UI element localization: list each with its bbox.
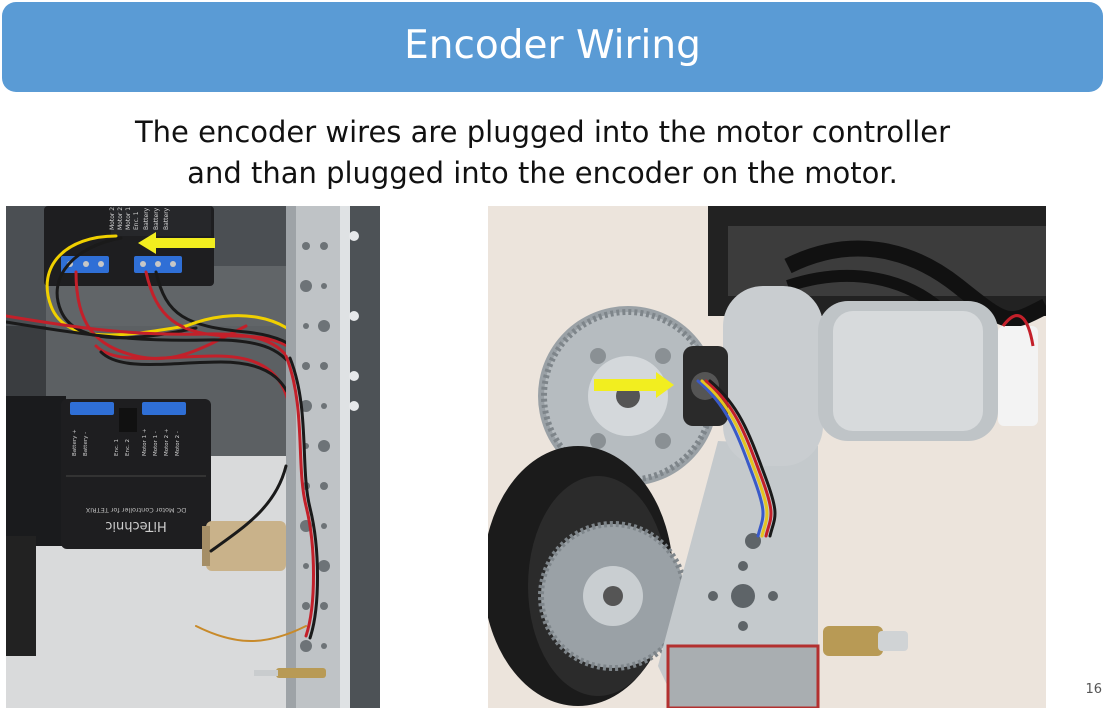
bottom-label-3: Enc. 1 xyxy=(114,439,120,456)
controller-brand-label: HiTechnic xyxy=(105,518,167,533)
controller-photo-illustration: Motor 2 Motor 2 Motor 1 Enc. 1 Battery B… xyxy=(6,206,380,708)
bottom-label-2: Battery - xyxy=(83,432,89,456)
bottom-label-7: Motor 2 + xyxy=(164,428,170,456)
bottom-label-5: Motor 1 + xyxy=(142,428,148,456)
top-label-7: Battery xyxy=(163,207,170,230)
bottom-label-6: Motor 1 - xyxy=(153,431,159,456)
body-line-2: and than plugged into the encoder on the… xyxy=(187,156,898,190)
slide-title: Encoder Wiring xyxy=(404,22,701,68)
top-label-3: Motor 1 xyxy=(125,207,132,230)
encoder-cable xyxy=(696,379,777,538)
motor-encoder-photo xyxy=(488,206,1046,708)
top-label-4: Enc. 1 xyxy=(133,211,140,230)
controller-photo: Motor 2 Motor 2 Motor 1 Enc. 1 Battery B… xyxy=(6,206,380,708)
left-arrow-icon xyxy=(138,232,215,254)
aluminum-bracket xyxy=(658,441,820,708)
body-line-1: The encoder wires are plugged into the m… xyxy=(134,115,951,149)
title-banner: Encoder Wiring xyxy=(2,2,1103,92)
top-label-6: Battery xyxy=(153,207,160,230)
controller-model-label: DC Motor Controller for TETRIX xyxy=(85,506,186,514)
large-gear xyxy=(538,306,718,486)
bottom-label-1: Battery + xyxy=(72,429,78,456)
bottom-motor-controller: Battery + Battery - Enc. 1 Enc. 2 Motor … xyxy=(61,399,211,549)
aluminum-channel xyxy=(286,206,380,708)
bottom-label-4: Enc. 2 xyxy=(125,439,131,456)
motor-encoder-illustration xyxy=(488,206,1046,708)
top-label-5: Battery xyxy=(143,207,150,230)
top-label-2: Motor 2 xyxy=(117,207,124,230)
page-number: 16 xyxy=(1085,682,1102,697)
slide-body-text: The encoder wires are plugged into the m… xyxy=(0,112,1085,194)
top-label-1: Motor 2 xyxy=(109,207,116,230)
right-arrow-icon xyxy=(594,372,674,398)
bottom-label-8: Motor 2 - xyxy=(175,431,181,456)
